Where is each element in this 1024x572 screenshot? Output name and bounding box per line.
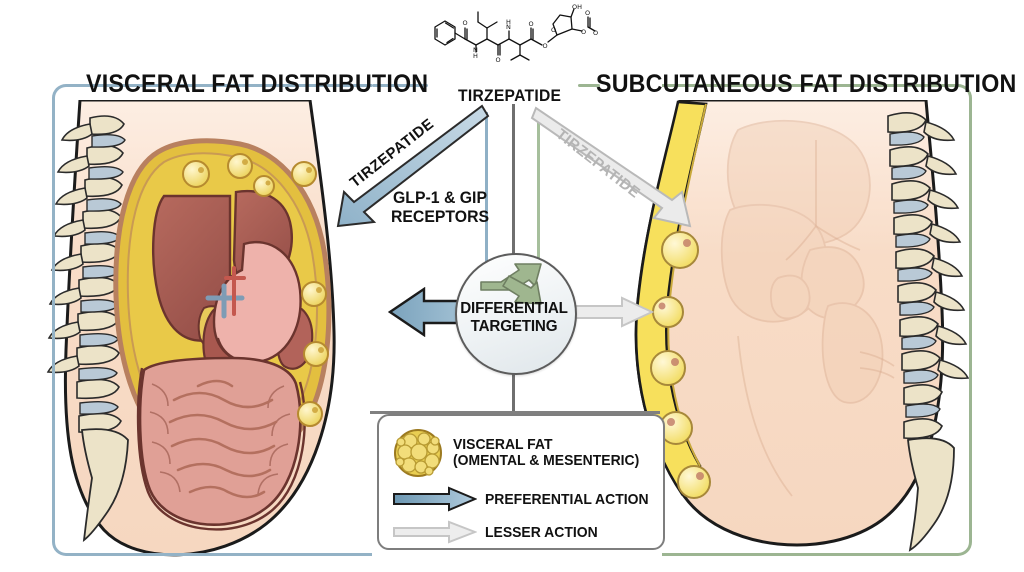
receptor-label-line2: RECEPTORS — [390, 207, 490, 227]
atom-label-N-1: N — [473, 46, 478, 54]
connector-line-visceral — [485, 112, 488, 308]
fat-cluster-icon — [394, 429, 442, 477]
legend-item-visceral-fat: VISCERAL FAT (OMENTAL & MESENTERIC) — [393, 428, 653, 478]
subcutaneous-panel-frame-stub — [578, 84, 600, 87]
tirzepatide-arrow-visceral — [336, 104, 490, 228]
lesser-arrow-icon — [393, 520, 477, 544]
atom-label-O-3: O — [529, 20, 534, 28]
subcutaneous-anatomy-illustration — [634, 100, 970, 552]
atom-label-H-2: H — [506, 18, 511, 26]
atom-label-N-2: N — [506, 23, 511, 31]
atom-label-O-ring: O — [551, 26, 556, 34]
atom-label-OH-ring: OH — [572, 3, 582, 11]
differential-targeting-label: DIFFERENTIAL TARGETING — [452, 300, 576, 336]
visceral-panel-title: VISCERAL FAT DISTRIBUTION — [86, 70, 429, 98]
tirzepatide-molecule-structure: O H N O N H O O O OH O O OH — [434, 3, 598, 64]
atom-label-NH-1: H — [473, 52, 478, 60]
legend-visceral-fat-subtitle: (OMENTAL & MESENTERIC) — [453, 452, 640, 469]
tirzepatide-label: TIRZEPATIDE — [458, 86, 562, 105]
atom-label-O-carb2: O — [585, 9, 590, 17]
tirzepatide-arrow-subcutaneous — [530, 106, 692, 228]
hub-label-line2: TARGETING — [470, 317, 558, 335]
subcutaneous-panel-frame — [662, 84, 972, 556]
legend-visceral-fat-title: VISCERAL FAT — [453, 435, 553, 453]
receptor-label-line1: GLP-1 & GIP — [392, 188, 487, 207]
subcutaneous-panel-title: SUBCUTANEOUS FAT DISTRIBUTION — [596, 70, 1017, 98]
receptor-label: GLP-1 & GIP RECEPTORS — [385, 188, 495, 226]
atom-label-O: O — [463, 19, 468, 27]
atom-label-O-ester: O — [543, 42, 548, 50]
visceral-panel-frame — [52, 84, 372, 556]
legend-preferential-label: PREFERENTIAL ACTION — [485, 490, 649, 508]
hub-label-line1: DIFFERENTIAL — [460, 300, 568, 317]
legend-item-lesser: LESSER ACTION — [393, 520, 606, 544]
atom-label-O-2: O — [496, 56, 501, 64]
legend-baseline — [370, 411, 660, 414]
lesser-action-arrow — [566, 296, 654, 328]
legend-item-preferential: PREFERENTIAL ACTION — [393, 486, 661, 512]
connector-line-subcutaneous — [537, 112, 540, 308]
legend-box: VISCERAL FAT (OMENTAL & MESENTERIC) PREF… — [377, 414, 665, 550]
legend-lesser-label: LESSER ACTION — [485, 523, 598, 541]
visceral-panel-frame-stub — [372, 84, 428, 87]
atom-label-OH-carb: OH — [593, 29, 598, 37]
branching-arrow-icon — [480, 263, 542, 305]
atom-label-O-carb: O — [581, 28, 586, 36]
preferential-arrow-icon — [393, 486, 477, 512]
visceral-anatomy-illustration — [46, 100, 336, 557]
